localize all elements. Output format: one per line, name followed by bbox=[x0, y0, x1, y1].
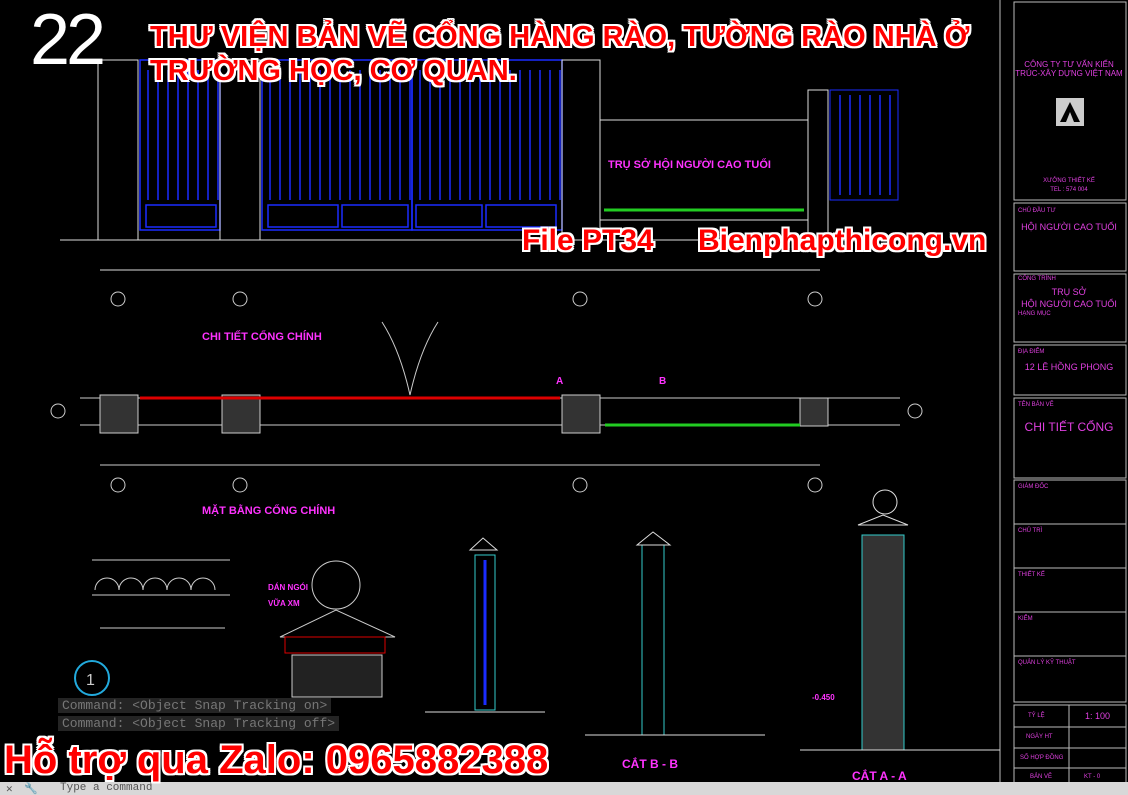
tb-qa: QUẢN LÝ KỸ THUẬT bbox=[1018, 660, 1076, 666]
tb-director: GIÁM ĐỐC bbox=[1018, 484, 1049, 490]
tb-owner-label: CHỦ ĐẦU TƯ bbox=[1018, 208, 1056, 214]
label-dan-ngoi: DÁN NGÓI bbox=[268, 583, 308, 592]
command-line[interactable]: ✕ 🔧 Type a command bbox=[0, 782, 1128, 795]
overlay-title-line1: THƯ VIỆN BẢN VẼ CỔNG HÀNG RÀO, TƯỜNG RÀO… bbox=[150, 21, 970, 53]
detail-number: 1 bbox=[86, 672, 95, 689]
tb-location: 12 LÊ HỒNG PHONG bbox=[1024, 362, 1114, 372]
section-mark-b: B bbox=[659, 376, 666, 387]
close-icon[interactable]: ✕ bbox=[6, 784, 13, 795]
support-label: Hỗ trợ qua Zalo: 0965882388 bbox=[4, 738, 549, 782]
library-number: 22 bbox=[30, 0, 106, 80]
overlay-title-line2: TRƯỜNG HỌC, CƠ QUAN. bbox=[150, 55, 517, 87]
tb-owner: HỘI NGƯỜI CAO TUỔI bbox=[1021, 222, 1117, 232]
command-history-1: Command: <Object Snap Tracking on> bbox=[58, 698, 332, 713]
tb-company: CÔNG TY TƯ VẤN KIẾN TRÚC-XÂY DỰNG VIỆT N… bbox=[1015, 60, 1123, 78]
tb-project-label: CÔNG TRÌNH bbox=[1018, 276, 1056, 282]
tb-date-label: NGÀY HT bbox=[1026, 734, 1053, 740]
command-input[interactable]: Type a command bbox=[60, 782, 153, 794]
tb-tel: TEL : 574 004 bbox=[1050, 187, 1088, 193]
building-label: TRỤ SỞ HỘI NGƯỜI CAO TUỔI bbox=[608, 158, 771, 171]
label-vua-xm: VỮA XM bbox=[268, 599, 300, 608]
tb-designer: THIẾT KẾ bbox=[1018, 572, 1045, 578]
elevation-title: CHI TIẾT CỔNG CHÍNH bbox=[202, 330, 322, 343]
wrench-icon[interactable]: 🔧 bbox=[24, 784, 38, 795]
tb-workshop: XƯỞNG THIẾT KẾ bbox=[1043, 178, 1095, 184]
tb-item-label: HẠNG MỤC bbox=[1018, 311, 1051, 317]
file-label: File PT34 bbox=[522, 224, 654, 257]
command-history-2: Command: <Object Snap Tracking off> bbox=[58, 716, 340, 731]
website-label: Bienphapthicong.vn bbox=[698, 224, 987, 257]
tb-project-1: TRỤ SỞ bbox=[1051, 287, 1087, 297]
tb-scale: 1: 100 bbox=[1084, 711, 1111, 721]
section-mark-a: A bbox=[556, 376, 563, 387]
tb-location-label: ĐỊA ĐIỂM bbox=[1018, 349, 1045, 355]
tb-project-2: HỘI NGƯỜI CAO TUỔI bbox=[1021, 299, 1117, 309]
section-aa-title: CẮT A - A bbox=[852, 768, 907, 783]
tb-contract-label: SỐ HỢP ĐỒNG bbox=[1020, 755, 1064, 761]
section-bb-title: CẮT B - B bbox=[622, 756, 678, 771]
gate-plan bbox=[80, 321, 900, 466]
gate-elevation bbox=[139, 59, 891, 231]
tb-chair: CHỦ TRÌ bbox=[1018, 528, 1043, 534]
tb-checker: KIỂM bbox=[1018, 616, 1033, 622]
tb-drawing-no-label: BẢN VẼ bbox=[1030, 774, 1053, 780]
overlay-title: THƯ VIỆN BẢN VẼ CỔNG HÀNG RÀO, TƯỜNG RÀO… bbox=[150, 20, 969, 88]
tb-sheet-label: TÊN BẢN VẼ bbox=[1018, 402, 1054, 408]
level-mark: -0.450 bbox=[812, 693, 835, 702]
tb-sheet: CHI TIẾT CỔNG bbox=[1024, 420, 1114, 434]
plan-title: MẶT BẰNG CỔNG CHÍNH bbox=[202, 504, 335, 517]
tb-kt: KT - 0 bbox=[1084, 774, 1101, 780]
tb-scale-label: TỶ LỆ bbox=[1028, 713, 1045, 719]
